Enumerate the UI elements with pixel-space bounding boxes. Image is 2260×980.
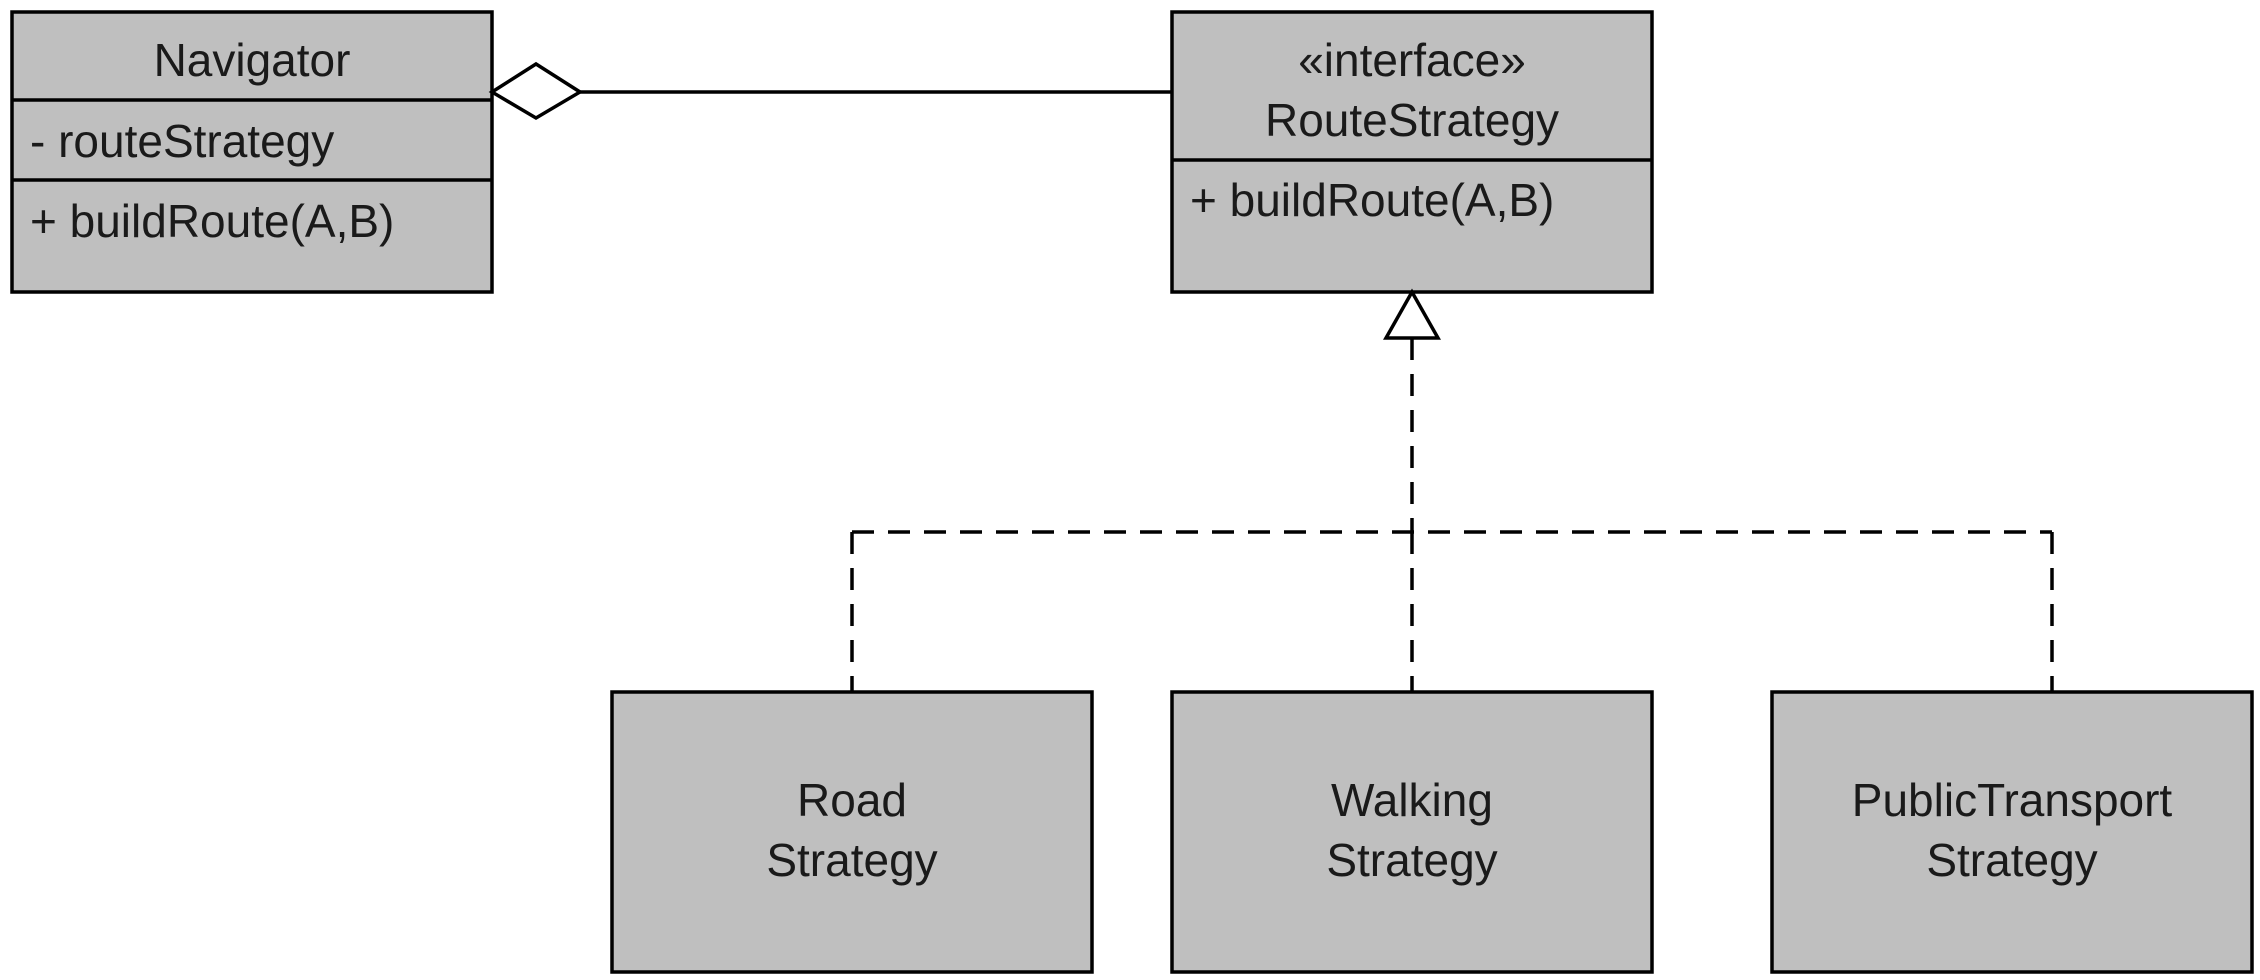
route-strategy-box bbox=[1170, 10, 1654, 294]
walking-strategy-name-line1: Walking bbox=[1331, 774, 1493, 826]
public-transport-strategy-class[interactable]: PublicTransport Strategy bbox=[1770, 690, 2254, 974]
navigator-method: + buildRoute(A,B) bbox=[30, 195, 394, 247]
navigator-attribute: - routeStrategy bbox=[30, 115, 334, 167]
navigator-box bbox=[10, 10, 494, 294]
realization-relations bbox=[850, 288, 2054, 692]
aggregation-diamond bbox=[488, 61, 584, 121]
route-strategy-interface[interactable]: «interface» RouteStrategy + buildRoute(A… bbox=[1170, 10, 1654, 294]
road-strategy-name-line2: Strategy bbox=[766, 834, 937, 886]
public-transport-strategy-name-line1: PublicTransport bbox=[1852, 774, 2173, 826]
aggregation-relation bbox=[488, 61, 1172, 121]
road-strategy-class[interactable]: Road Strategy bbox=[610, 690, 1094, 974]
public-transport-strategy-name-line2: Strategy bbox=[1926, 834, 2097, 886]
route-strategy-stereotype: «interface» bbox=[1298, 34, 1526, 86]
navigator-class[interactable]: Navigator - routeStrategy + buildRoute(A… bbox=[10, 10, 494, 294]
walking-strategy-name-line2: Strategy bbox=[1326, 834, 1497, 886]
route-strategy-class-name: RouteStrategy bbox=[1265, 94, 1559, 146]
route-strategy-method: + buildRoute(A,B) bbox=[1190, 174, 1554, 226]
realization-arrowhead bbox=[1383, 288, 1441, 340]
walking-strategy-class[interactable]: Walking Strategy bbox=[1170, 690, 1654, 974]
walking-strategy-box bbox=[1170, 690, 1654, 974]
road-strategy-name-line1: Road bbox=[797, 774, 907, 826]
road-strategy-box bbox=[610, 690, 1094, 974]
navigator-class-name: Navigator bbox=[154, 34, 351, 86]
public-transport-strategy-box bbox=[1770, 690, 2254, 974]
